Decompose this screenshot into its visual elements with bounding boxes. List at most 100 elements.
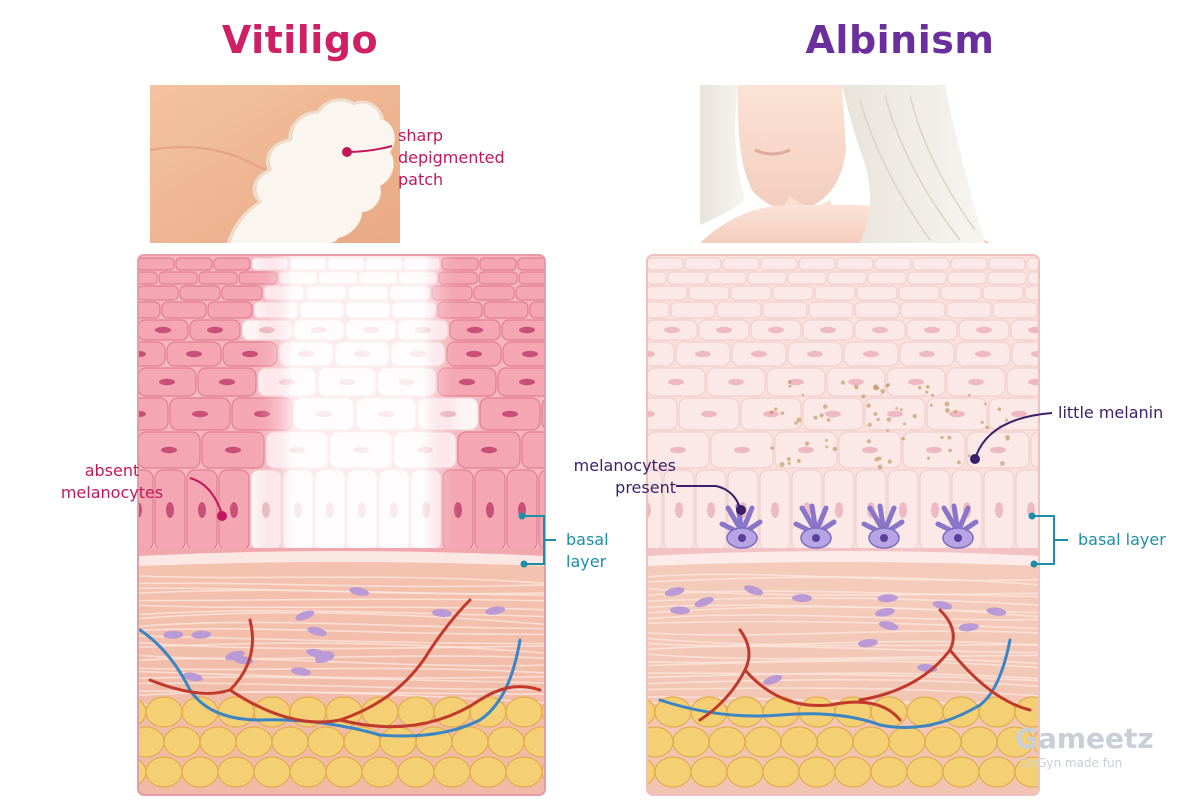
albinism-portrait-illustration	[700, 85, 1000, 243]
melanin-granule	[861, 394, 865, 398]
alb-nucleus	[701, 411, 717, 417]
alb-cell	[1028, 272, 1066, 284]
alb-cell	[815, 286, 855, 300]
fat-cell	[619, 757, 655, 787]
vit-cell	[159, 272, 197, 284]
vitiligo-basal-layer-label: basal layer	[566, 529, 609, 573]
melanin-granule	[903, 422, 906, 425]
vit-nucleus	[225, 447, 241, 453]
melanin-granule	[913, 414, 917, 418]
fat-cell	[943, 757, 979, 787]
melanin-granule	[885, 384, 888, 387]
melanin-granule	[895, 407, 898, 410]
alb-nucleus	[872, 327, 888, 333]
fat-cell	[524, 727, 560, 757]
alb-cell	[723, 258, 759, 270]
alb-nucleus	[798, 447, 814, 453]
alb-nucleus	[995, 502, 1003, 518]
alb-nucleus	[668, 379, 684, 385]
alb-cell	[647, 258, 683, 270]
fat-cell	[691, 757, 727, 787]
melanin-granule	[868, 423, 872, 427]
vit-cell	[518, 258, 554, 270]
watermark-brand: Gameetz	[1015, 722, 1154, 755]
alb-nucleus	[675, 502, 683, 518]
alb-nucleus	[863, 351, 879, 357]
alb-cell	[913, 258, 949, 270]
alb-nucleus	[919, 351, 935, 357]
alb-cell	[988, 272, 1026, 284]
fat-cell	[727, 757, 763, 787]
alb-cell	[908, 272, 946, 284]
melanin-granule	[981, 421, 984, 424]
melanin-granule	[997, 407, 1001, 411]
alb-cell	[748, 272, 786, 284]
melanin-granule	[805, 441, 809, 445]
melanocyte-nucleus	[738, 534, 746, 542]
absent-melanocytes-label: absent melanocytes	[42, 460, 182, 504]
melanin-granule	[945, 408, 950, 413]
melanin-granule	[787, 457, 791, 461]
vit-cell	[162, 302, 206, 318]
melanin-granule	[770, 446, 774, 450]
absent-melanocytes-dot	[217, 511, 227, 521]
vit-nucleus	[502, 411, 518, 417]
alb-cell	[989, 258, 1025, 270]
fat-cell	[871, 757, 907, 787]
albinism-skin-cross-section	[617, 255, 1093, 795]
fat-cell	[380, 727, 416, 757]
vit-nucleus	[550, 502, 558, 518]
vit-cell	[138, 258, 174, 270]
melanin-granule	[780, 462, 785, 467]
alb-nucleus	[807, 351, 823, 357]
vit-cell	[530, 302, 574, 318]
alb-cell	[763, 302, 807, 318]
fat-cell	[254, 757, 290, 787]
alb-nucleus	[751, 351, 767, 357]
vit-basal-dot-top	[519, 513, 526, 520]
melanin-granule	[925, 391, 928, 394]
vit-nucleus	[159, 379, 175, 385]
vit-cell	[516, 286, 556, 300]
vit-nucleus	[186, 351, 202, 357]
alb-cell	[868, 272, 906, 284]
fat-cell	[835, 757, 871, 787]
melanin-granule	[957, 460, 961, 464]
alb-cell	[837, 258, 873, 270]
alb-nucleus	[771, 502, 779, 518]
fat-cell	[925, 727, 961, 757]
watermark-tagline: ObGyn made fun	[1020, 756, 1122, 770]
alb-cell	[855, 302, 899, 318]
fat-cell	[763, 757, 799, 787]
vit-cell	[208, 302, 252, 318]
melanin-granule	[823, 404, 827, 408]
alb-cell	[828, 272, 866, 284]
fat-cell	[434, 697, 470, 727]
alb-cell	[1027, 258, 1063, 270]
melanin-granule	[1005, 419, 1008, 422]
vit-nucleus	[207, 327, 223, 333]
little-melanin-dot	[970, 454, 980, 464]
fat-cell	[799, 757, 835, 787]
vit-cell	[519, 272, 557, 284]
melanin-granule	[918, 386, 922, 390]
fat-cell	[362, 757, 398, 787]
melanocyte-nucleus	[954, 534, 962, 542]
alb-nucleus	[924, 327, 940, 333]
alb-nucleus	[908, 379, 924, 385]
fat-cell	[110, 697, 146, 727]
fat-cell	[272, 727, 308, 757]
alb-cell	[689, 286, 729, 300]
melanin-granule	[874, 412, 878, 416]
fat-cell	[655, 757, 691, 787]
melanin-granule	[788, 385, 791, 388]
melanin-granule	[770, 410, 774, 414]
alb-nucleus	[734, 447, 750, 453]
alb-nucleus	[968, 379, 984, 385]
vit-cell	[480, 258, 516, 270]
fat-cell	[542, 757, 578, 787]
vit-cell	[474, 286, 514, 300]
alb-nucleus	[975, 351, 991, 357]
alb-cell	[875, 258, 911, 270]
melanin-granule	[940, 436, 943, 439]
